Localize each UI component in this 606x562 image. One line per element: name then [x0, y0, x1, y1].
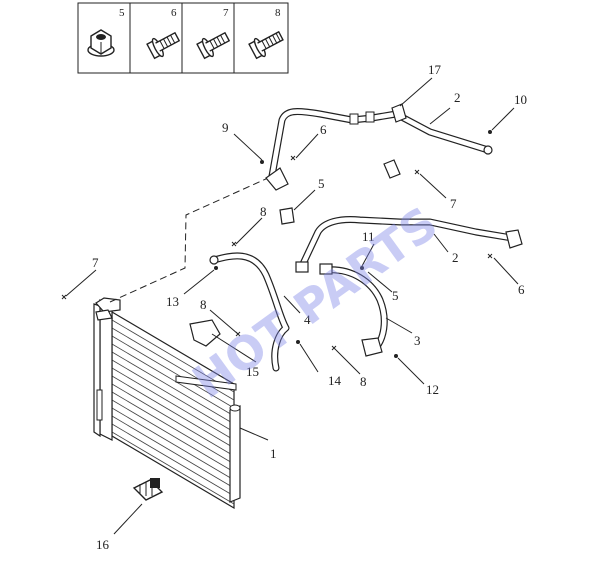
watermark-text: HOT PARTS: [183, 196, 448, 409]
callout-10: 10: [514, 92, 527, 107]
callout-3: 3: [414, 333, 421, 348]
bracket-15: [189, 319, 221, 347]
callout-1: 1: [270, 446, 277, 461]
callout-8-top: 8: [260, 204, 267, 219]
box-number-6: 6: [171, 7, 177, 19]
callout-11: 11: [362, 229, 375, 244]
mount-16: [132, 478, 164, 501]
flange-bolt-icon: [196, 31, 231, 60]
callout-17: 17: [428, 62, 442, 77]
callout-16: 16: [96, 537, 110, 552]
clamp-5: [279, 207, 295, 225]
condenser: [93, 297, 241, 510]
pipe-3: [319, 263, 388, 357]
callout-7-right: 7: [450, 196, 457, 211]
callout-6-upper: 6: [320, 122, 327, 137]
box-number-5: 5: [119, 7, 125, 19]
callout-12: 12: [426, 382, 439, 397]
callout-5-lower: 5: [392, 288, 399, 303]
condenser-fins: [111, 319, 235, 505]
pipe-2-upper: [265, 103, 493, 191]
box-number-8: 8: [275, 7, 281, 19]
flange-bolt-icon: [248, 30, 284, 60]
callout-7-left: 7: [92, 255, 99, 270]
callouts: 1 2 2 3 4 5 5 6 6 7 7 8 8 8 9 10 11 12 1…: [92, 62, 527, 552]
box-number-7: 7: [223, 7, 229, 19]
reference-dashed-line: [109, 177, 269, 303]
callout-15: 15: [246, 364, 259, 379]
callout-13: 13: [166, 294, 179, 309]
callout-14: 14: [328, 373, 342, 388]
callout-8-left: 8: [200, 297, 207, 312]
flange-nut-icon: [87, 29, 115, 57]
small-parts: [214, 130, 492, 358]
bracket-7: [383, 159, 401, 179]
callout-2-upper: 2: [454, 90, 461, 105]
callout-4: 4: [304, 312, 311, 327]
pipe-4: [209, 252, 290, 372]
callout-9: 9: [222, 120, 229, 135]
callout-5-upper: 5: [318, 176, 325, 191]
callout-6-lower: 6: [518, 282, 525, 297]
fastener-box: 5 6 7 8: [77, 2, 289, 74]
callout-2-lower: 2: [452, 250, 459, 265]
flange-bolt-icon: [146, 31, 181, 60]
callout-8-bottom: 8: [360, 374, 367, 389]
pipe-2-lower: [295, 216, 523, 273]
leader-lines: [65, 77, 519, 535]
